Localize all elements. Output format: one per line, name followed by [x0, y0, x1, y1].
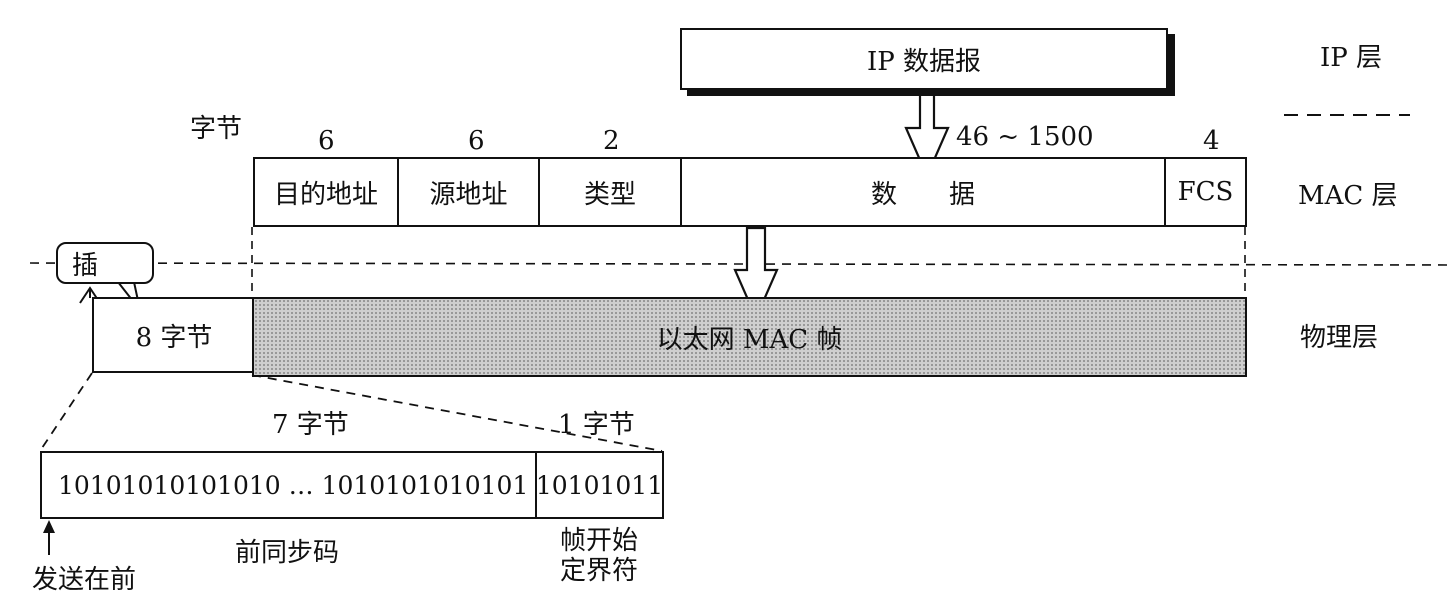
ethernet-mac-frame-label: 以太网 MAC 帧 — [656, 324, 843, 355]
src-size: 6 — [468, 126, 485, 156]
send-first-label: 发送在前 — [32, 565, 137, 595]
mac-field-label: 源地址 — [429, 179, 508, 210]
preamble-8-bytes-label: 8 字节 — [135, 322, 213, 353]
preamble-name: 前同步码 — [235, 538, 340, 568]
sfd-name-line2: 定界符 — [560, 556, 639, 586]
sfd-size: 1 字节 — [558, 410, 635, 440]
ip-datagram-box: IP 数据报 — [680, 28, 1168, 90]
mac-field-label: 目的地址 — [273, 179, 378, 210]
insert-callout-text: 插 — [72, 250, 99, 281]
mac-field-data: 数 据 — [680, 157, 1166, 227]
mac-field-src-address: 源地址 — [397, 157, 540, 227]
mac-field-label: 数 据 — [870, 179, 975, 210]
mac-field-label: 类型 — [583, 179, 636, 210]
mac-physical-separator — [29, 262, 1448, 266]
bytes-label: 字节 — [190, 114, 243, 144]
ip-datagram-label: IP 数据报 — [866, 46, 982, 77]
sfd-bits-box: 10101011 — [535, 451, 664, 519]
type-size: 2 — [603, 126, 620, 156]
mac-field-label: FCS — [1177, 177, 1234, 207]
mac-field-dest-address: 目的地址 — [253, 157, 399, 227]
physical-layer-label: 物理层 — [1300, 323, 1379, 353]
dest-size: 6 — [318, 126, 335, 156]
sfd-bits: 10101011 — [535, 470, 664, 500]
zoom-line-left — [39, 372, 93, 452]
preamble-bits: 10101010101010 … 1010101010101 — [58, 470, 529, 500]
mac-layer-label: MAC 层 — [1298, 181, 1398, 211]
ip-layer-label: IP 层 — [1320, 43, 1383, 73]
ethernet-mac-frame-box: 以太网 MAC 帧 — [252, 297, 1247, 377]
sfd-name-line1: 帧开始 — [560, 526, 639, 556]
send-first-arrow-head — [43, 520, 55, 533]
insert-callout: 插 — [56, 242, 154, 284]
preamble-bits-box: 10101010101010 … 1010101010101 — [40, 451, 537, 519]
mac-field-type: 类型 — [538, 157, 682, 227]
fcs-size: 4 — [1203, 126, 1220, 156]
mac-field-fcs: FCS — [1164, 157, 1247, 227]
preamble-8-bytes-box: 8 字节 — [92, 297, 254, 373]
preamble-size: 7 字节 — [272, 410, 349, 440]
data-size: 46 ~ 1500 — [956, 122, 1094, 152]
